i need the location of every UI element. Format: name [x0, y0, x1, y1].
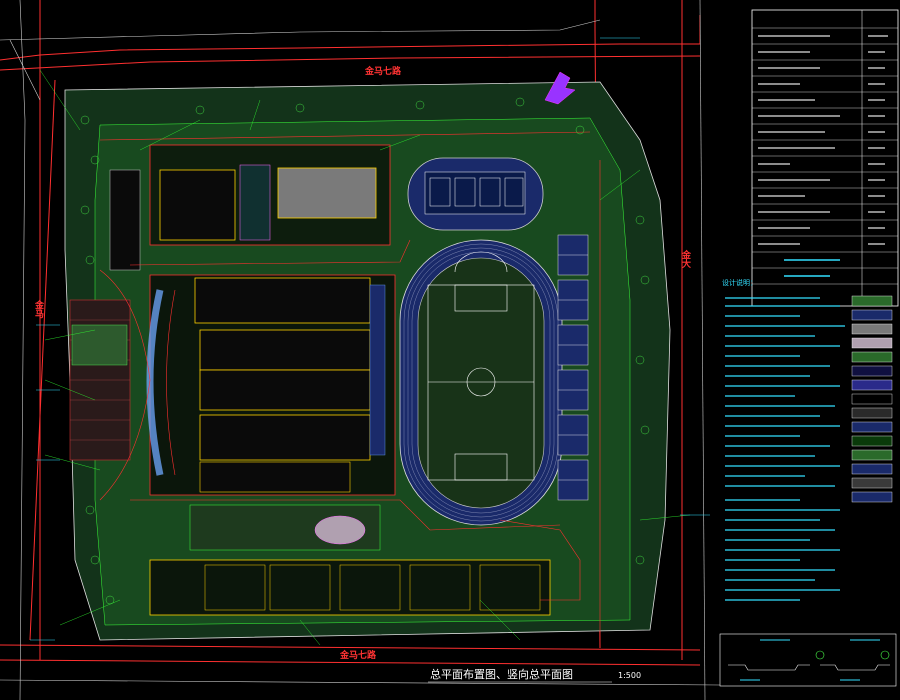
inner-roads [99, 131, 601, 640]
road-lines [0, 0, 701, 666]
running-track [399, 239, 563, 526]
east-court-lines [558, 254, 588, 481]
legend-table [751, 9, 899, 307]
south-buildings [149, 504, 581, 616]
football-field [427, 251, 535, 481]
basketball-courts [407, 157, 544, 231]
annotation-leaders [39, 69, 691, 646]
central-buildings [146, 274, 396, 496]
notes-heading: 设计说明： [722, 278, 757, 287]
section-details [719, 633, 897, 687]
north-arrow-icon [544, 71, 576, 105]
west-plaza [69, 299, 131, 461]
road-label-south: 金马七路 [339, 649, 377, 661]
road-label-north: 金马七路 [364, 65, 402, 77]
drawing-scale: 1:500 [618, 671, 641, 680]
north-buildings [109, 144, 391, 271]
tree-symbol-icon [80, 97, 650, 605]
grid-table-icon [752, 27, 898, 285]
cyan-tags [30, 37, 710, 641]
design-notes: 设计说明： [722, 278, 893, 601]
road-label-west: 金马 [33, 299, 45, 319]
road-label-east: 金大 [680, 249, 692, 269]
drawing-title: 总平面布置图、竖向总平面图 [430, 667, 573, 681]
white-road-edges [0, 0, 721, 700]
